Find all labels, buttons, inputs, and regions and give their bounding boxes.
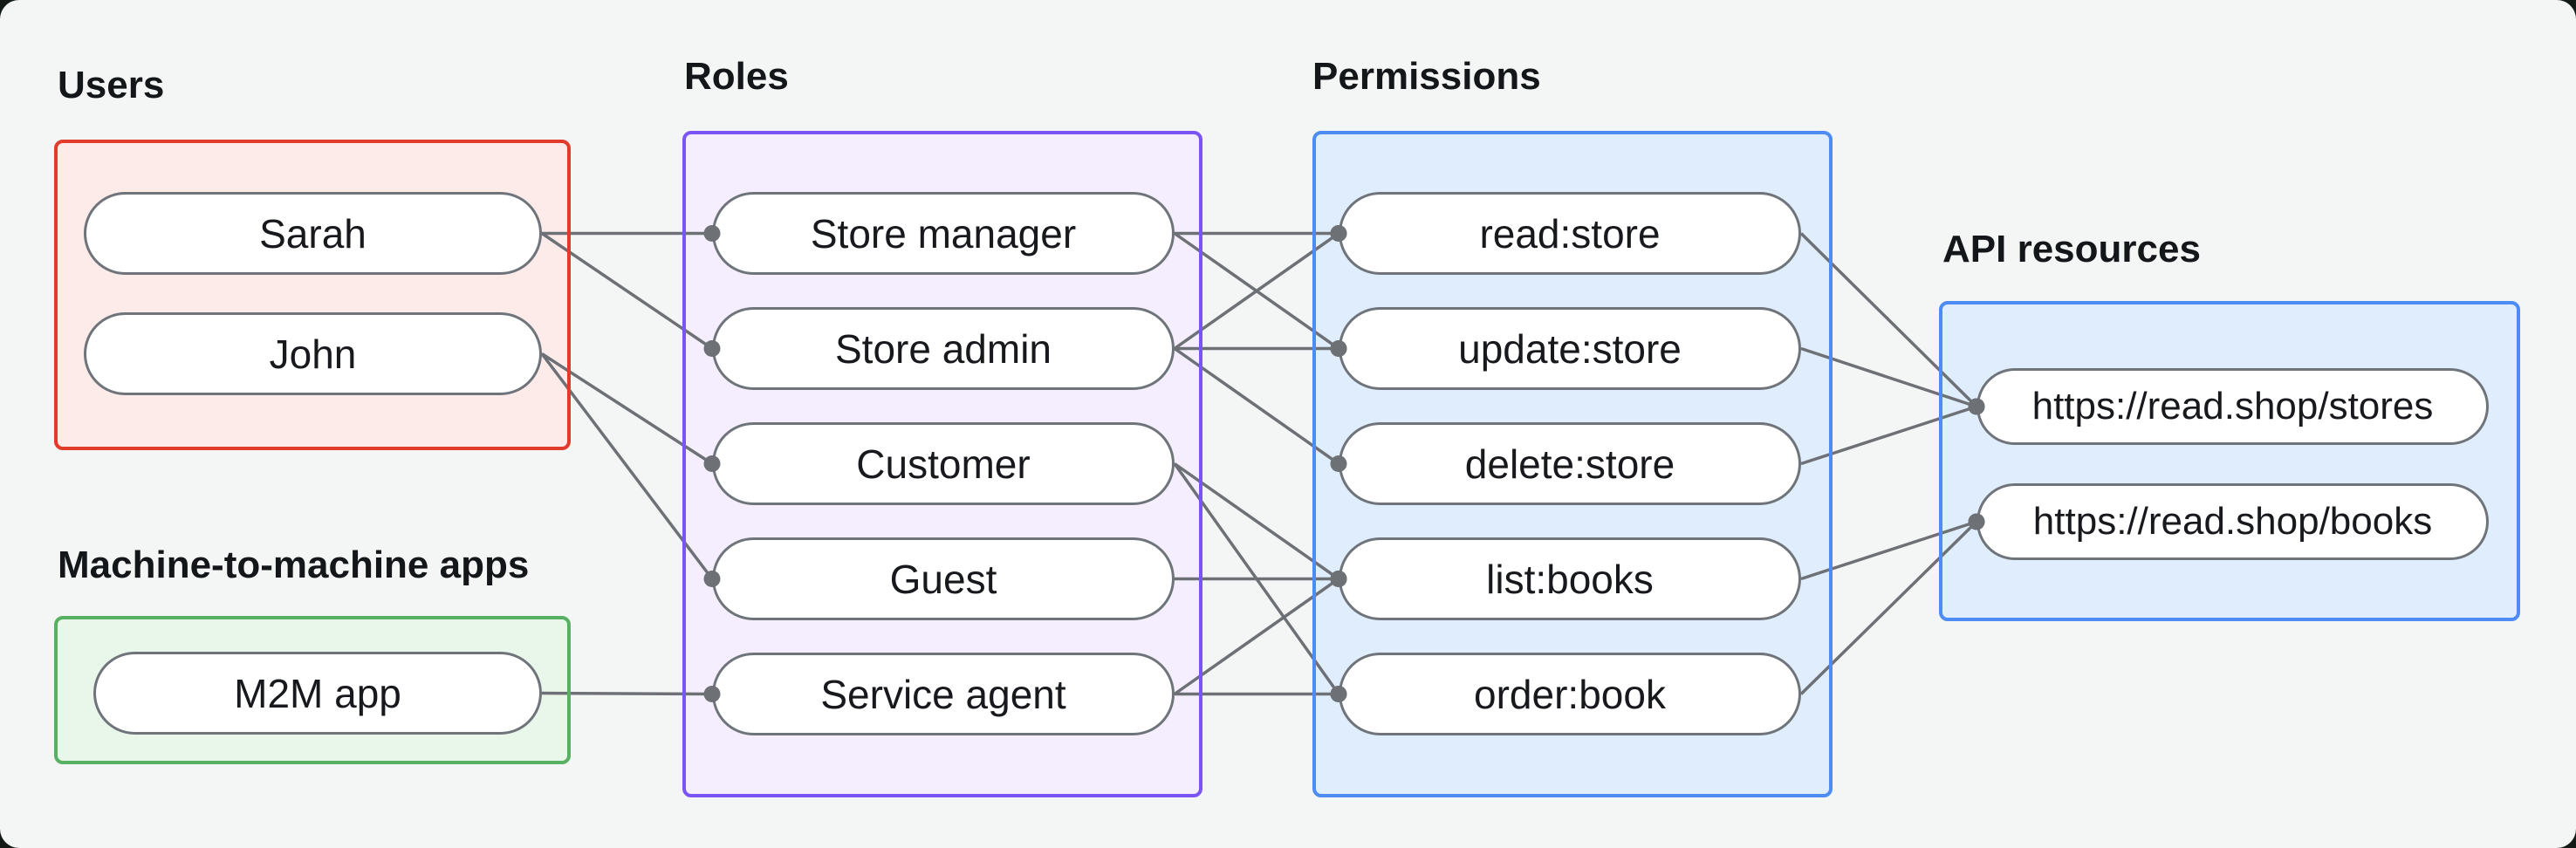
edge-order-book-to-books — [1799, 520, 1978, 695]
group-m2m-label: Machine-to-machine apps — [58, 544, 530, 586]
edge-service-agent-to-list-books — [1173, 578, 1340, 695]
node-order-book: order:book — [1339, 653, 1801, 735]
group-users-box-border — [54, 140, 571, 450]
edge-dot-store-manager-to-update-store — [1330, 340, 1347, 357]
edge-sarah-to-store-admin — [541, 232, 713, 350]
edge-dot-store-admin-to-update-store — [1330, 340, 1347, 357]
edge-dot-store-admin-to-delete-store — [1330, 455, 1347, 472]
edge-dot-store-manager-to-read-store — [1330, 225, 1347, 242]
group-roles-box — [682, 131, 1202, 797]
node-m2m-app: M2M app — [93, 652, 542, 735]
node-guest: Guest — [712, 537, 1175, 620]
node-customer: Customer — [712, 422, 1175, 505]
edge-dot-update-store-to-stores — [1968, 398, 1985, 415]
node-books: https://read.shop/books — [1977, 483, 2489, 560]
node-read-store: read:store — [1339, 192, 1801, 275]
group-m2m-box — [54, 616, 571, 764]
edge-dot-delete-store-to-stores — [1968, 398, 1985, 415]
edge-dot-read-store-to-stores — [1968, 398, 1985, 415]
group-roles-label: Roles — [684, 55, 789, 98]
edge-dot-john-to-guest — [703, 571, 721, 587]
edge-delete-store-to-stores — [1800, 405, 1977, 466]
edge-john-to-guest — [540, 352, 714, 580]
node-john: John — [84, 312, 542, 395]
edge-dot-service-agent-to-list-books — [1330, 571, 1347, 587]
edge-dot-store-admin-to-read-store — [1330, 225, 1347, 242]
edge-dot-sarah-to-store-manager — [703, 225, 721, 242]
group-permissions-label: Permissions — [1312, 55, 1541, 98]
node-store-manager: Store manager — [712, 192, 1175, 275]
group-api-box — [1939, 301, 2520, 621]
edge-dot-guest-to-list-books — [1330, 571, 1347, 587]
group-users-label: Users — [58, 64, 165, 106]
group-users-box — [54, 140, 571, 450]
node-delete-store: delete:store — [1339, 422, 1801, 505]
edge-store-manager-to-update-store — [1173, 232, 1340, 350]
edge-store-admin-to-read-store — [1173, 232, 1340, 350]
node-store-admin: Store admin — [712, 307, 1175, 390]
edge-update-store-to-stores — [1800, 346, 1977, 408]
edge-dot-customer-to-order-book — [1330, 686, 1347, 702]
edge-john-to-customer — [541, 352, 713, 465]
edge-dot-order-book-to-books — [1968, 513, 1985, 530]
edge-dot-customer-to-list-books — [1330, 571, 1347, 587]
edge-list-books-to-books — [1800, 520, 1977, 581]
group-permissions-box — [1312, 131, 1833, 797]
edge-dot-m2m-app-to-service-agent — [703, 686, 721, 702]
node-list-books: list:books — [1339, 537, 1801, 620]
edge-store-admin-to-delete-store — [1173, 347, 1340, 465]
group-permissions-box-border — [1312, 131, 1833, 797]
edge-dot-list-books-to-books — [1968, 513, 1985, 530]
edge-dot-service-agent-to-order-book — [1330, 686, 1347, 702]
edge-dot-sarah-to-store-admin — [703, 340, 721, 357]
node-stores: https://read.shop/stores — [1977, 368, 2489, 445]
group-api-box-border — [1939, 301, 2520, 621]
group-roles-box-border — [682, 131, 1202, 797]
node-update-store: update:store — [1339, 307, 1801, 390]
edge-dot-john-to-customer — [703, 455, 721, 472]
edge-read-store-to-stores — [1799, 232, 1978, 408]
node-service-agent: Service agent — [712, 653, 1175, 735]
group-m2m-box-border — [54, 616, 571, 764]
node-sarah: Sarah — [84, 192, 542, 275]
edge-customer-to-order-book — [1173, 462, 1340, 695]
edge-customer-to-list-books — [1173, 462, 1340, 580]
group-api-label: API resources — [1942, 228, 2201, 270]
